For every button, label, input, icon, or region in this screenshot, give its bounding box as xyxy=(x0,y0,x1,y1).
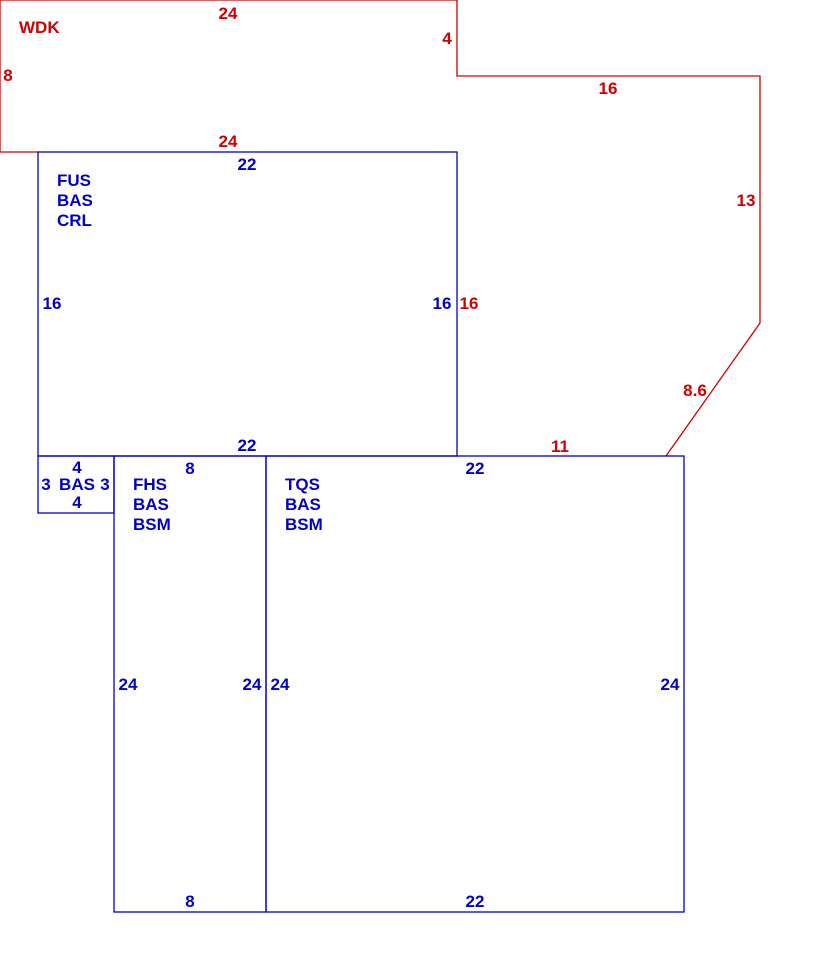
tqs-bottom-dim: 22 xyxy=(466,892,485,911)
tqs-code-3: BSM xyxy=(285,515,323,534)
wdk-right-top-dim: 16 xyxy=(599,79,618,98)
wdk-code-label: WDK xyxy=(19,18,60,37)
wdk-diagonal-dim: 8.6 xyxy=(683,381,707,400)
wdk-outline xyxy=(0,0,761,457)
upper-code-2: BAS xyxy=(57,191,93,210)
small-bas-code: BAS xyxy=(59,475,95,494)
tqs-area-outline xyxy=(265,455,685,913)
fhs-left-dim: 24 xyxy=(119,675,138,694)
upper-right-dim: 16 xyxy=(433,294,452,313)
tqs-code-1: TQS xyxy=(285,475,320,494)
tqs-top-dim: 22 xyxy=(466,459,485,478)
fhs-code-1: FHS xyxy=(133,475,167,494)
fhs-code-2: BAS xyxy=(133,495,169,514)
tqs-right-dim: 24 xyxy=(661,675,680,694)
small-bas-bottom-dim: 4 xyxy=(72,493,82,512)
upper-area-outline xyxy=(37,151,458,457)
upper-top-dim: 22 xyxy=(238,155,257,174)
wdk-right-lower-dim: 16 xyxy=(460,294,479,313)
small-bas-left-dim: 3 xyxy=(41,475,50,494)
upper-code-3: CRL xyxy=(57,211,92,230)
small-bas-right-dim: 3 xyxy=(100,475,109,494)
tqs-left-dim: 24 xyxy=(271,675,290,694)
fhs-top-dim: 8 xyxy=(185,459,194,478)
wdk-left-dim: 8 xyxy=(3,66,12,85)
wdk-bottom-dim: 24 xyxy=(219,132,238,151)
upper-left-dim: 16 xyxy=(43,294,62,313)
wdk-top-dim: 24 xyxy=(219,4,238,23)
wdk-notch-dim: 4 xyxy=(442,29,452,48)
small-bas-top-dim: 4 xyxy=(72,458,82,477)
wdk-lower-dim: 11 xyxy=(551,437,569,456)
tqs-code-2: BAS xyxy=(285,495,321,514)
fhs-bottom-dim: 8 xyxy=(185,892,194,911)
upper-code-1: FUS xyxy=(57,171,91,190)
fhs-right-dim: 24 xyxy=(243,675,262,694)
wdk-right-dim: 13 xyxy=(737,191,756,210)
upper-bottom-dim: 22 xyxy=(238,436,257,455)
fhs-code-3: BSM xyxy=(133,515,171,534)
